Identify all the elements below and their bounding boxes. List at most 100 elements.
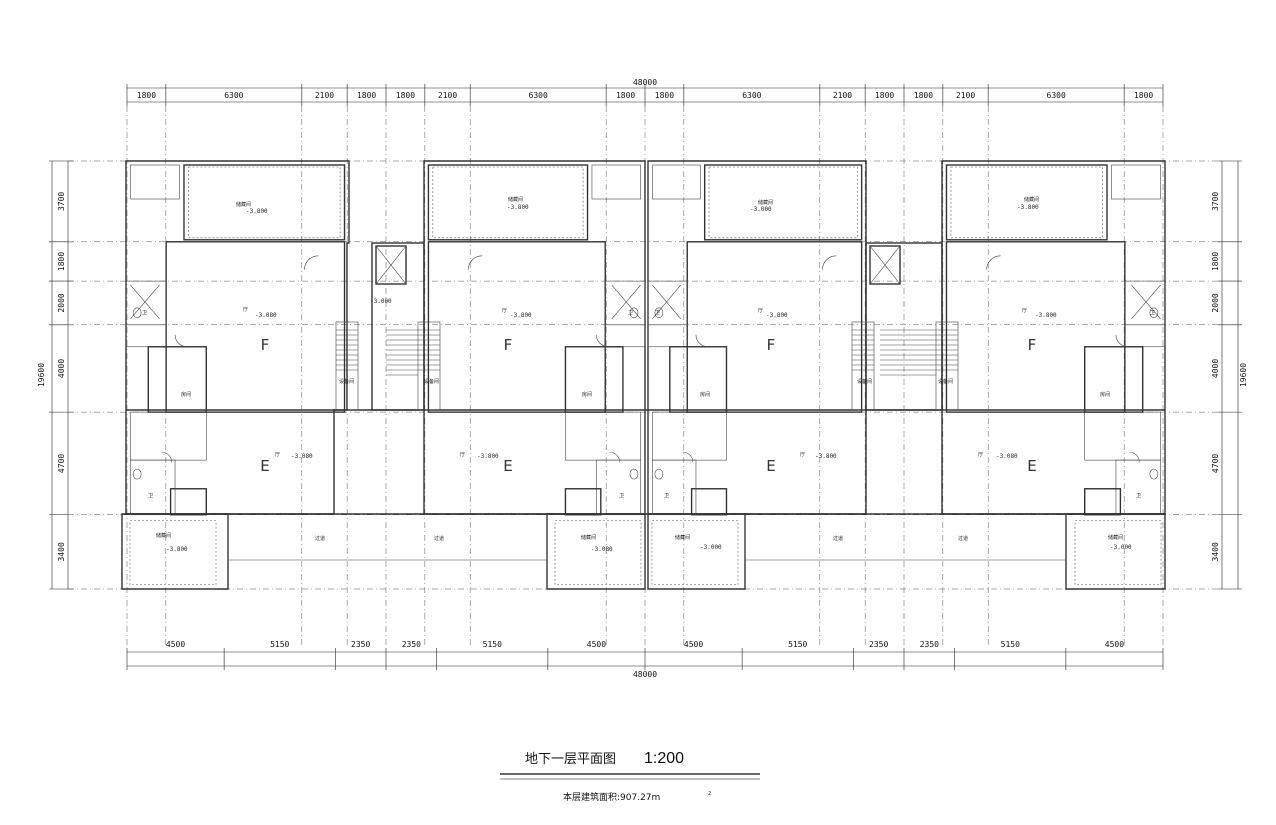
core-1 xyxy=(375,245,418,376)
terrace-inner xyxy=(651,520,739,586)
terrace-inner xyxy=(1074,520,1162,586)
toilet-fixture xyxy=(654,307,664,319)
corner-stair xyxy=(652,164,701,200)
elev-storage-3: -3.000 xyxy=(750,206,772,213)
lower-bath xyxy=(130,459,176,516)
label-bath-4: 卫 xyxy=(1150,310,1155,316)
bottom-dim-9: 2350 xyxy=(920,640,939,649)
side-stair-1 xyxy=(335,321,359,411)
overall-depth-left: 19600 xyxy=(37,363,46,387)
storage-room xyxy=(703,164,863,241)
right-dim-3: 4000 xyxy=(1211,359,1220,378)
label-hall-3: 厅 xyxy=(758,308,763,314)
label-terrace-2: 储藏间 xyxy=(581,534,596,541)
label-equipment-3: 设备间 xyxy=(857,378,872,385)
label-storage-1: 储藏间 xyxy=(236,201,251,208)
label-equipment-4: 设备间 xyxy=(938,378,953,385)
bottom-dim-1: 5150 xyxy=(270,640,289,649)
elev-e-3: -3.800 xyxy=(815,453,837,460)
hall-f xyxy=(427,241,606,413)
storage-room-inner xyxy=(432,166,584,239)
zone-e-4: E xyxy=(1027,457,1036,475)
unit-4-interior xyxy=(945,164,1166,586)
elev-storage-2: -3.800 xyxy=(507,204,529,211)
storage-room-inner xyxy=(950,166,1103,239)
hall-f xyxy=(686,241,863,413)
label-room-3: 房间 xyxy=(700,391,710,398)
unit-1-interior xyxy=(125,164,346,586)
label-corridor-3: 过道 xyxy=(833,535,843,542)
bath-room xyxy=(647,324,688,348)
bottom-dim-0: 4500 xyxy=(166,640,185,649)
door-arc xyxy=(174,334,188,348)
bottom-dim-8: 2350 xyxy=(869,640,888,649)
shaft-cross xyxy=(652,284,681,319)
storage-room xyxy=(427,164,589,241)
bottom-dim-6: 4500 xyxy=(684,640,703,649)
right-dim-4: 4700 xyxy=(1211,454,1220,473)
zone-f-3: F xyxy=(767,336,776,354)
left-dim-1: 1800 xyxy=(57,252,66,271)
side-stair-2 xyxy=(417,321,441,411)
elev-f-3: -3.800 xyxy=(766,312,788,319)
zone-f-2: F xyxy=(504,336,513,354)
top-dim-10: 2100 xyxy=(833,91,852,100)
left-dim-0: 3700 xyxy=(57,192,66,211)
elev-storage-1: -3.800 xyxy=(246,208,268,215)
label-terrace-3: 储藏间 xyxy=(675,534,690,541)
toilet-fixture xyxy=(132,307,142,319)
elev-terrace-4: -3.000 xyxy=(1110,544,1132,551)
unit-3-interior xyxy=(647,164,863,586)
shaft-cross xyxy=(130,284,160,319)
lower-closet xyxy=(565,411,641,461)
door-arc xyxy=(609,451,620,463)
label-room-1: 房间 xyxy=(181,391,191,398)
shaft-cross xyxy=(1131,284,1161,319)
elev-f-1: -3.080 xyxy=(255,312,277,319)
left-dim-5: 3400 xyxy=(57,542,66,561)
elevation-marks: -3.800 -3.800 -3.000 -3.800 -3.080 -3.80… xyxy=(166,204,1132,553)
right-dim-2: 2000 xyxy=(1211,293,1220,312)
bottom-dim-3: 2350 xyxy=(402,640,421,649)
toilet-fixture xyxy=(1149,307,1159,319)
top-dim-7: 1800 xyxy=(616,91,635,100)
elev-e-2: -3.800 xyxy=(477,453,499,460)
right-dim-5: 3400 xyxy=(1211,542,1220,561)
elevator-cross xyxy=(869,245,901,285)
bottom-dim-4: 5150 xyxy=(483,640,502,649)
label-corridor-1: 过道 xyxy=(315,535,325,542)
label-corridor-4: 过道 xyxy=(958,535,968,542)
toilet-fixture xyxy=(654,468,664,480)
lower-closet xyxy=(652,411,727,461)
room-small xyxy=(147,346,207,413)
label-hall-2: 厅 xyxy=(502,308,507,314)
label-terrace-4: 储藏间 xyxy=(1108,534,1123,541)
elev-terrace-2: -3.080 xyxy=(591,546,613,553)
label-corridor-2: 过道 xyxy=(434,535,444,542)
elevator-shaft xyxy=(869,245,901,285)
label-equipment-1: 设备间 xyxy=(339,378,354,385)
title-block: 地下一层平面图 1:200 本层建筑面积:907.27m 2 xyxy=(500,750,760,803)
hall-f xyxy=(945,241,1126,413)
storage-room-inner xyxy=(708,166,858,239)
room-labels: 储藏间 储藏间 储藏间 储藏间 厅 厅 厅 厅 厅 厅 厅 厅 储藏间 储藏间 … xyxy=(142,196,1155,542)
bottom-dim-5: 4500 xyxy=(587,640,606,649)
shaft xyxy=(690,488,728,516)
label-bath-5: 卫 xyxy=(148,493,153,499)
room-small xyxy=(564,346,624,413)
zone-e-1: E xyxy=(260,457,269,475)
label-bath-3: 卫 xyxy=(655,310,660,316)
door-arc xyxy=(1129,451,1140,463)
label-storage-4: 储藏间 xyxy=(1024,196,1039,203)
shaft-cross xyxy=(611,284,641,319)
zone-labels: F F F F E E E E xyxy=(260,336,1036,475)
bottom-dim-11: 4500 xyxy=(1105,640,1124,649)
corner-stair xyxy=(591,164,641,200)
side-stair-4 xyxy=(935,321,959,411)
lower-closet xyxy=(130,411,207,461)
elev-e-1: -3.080 xyxy=(291,453,313,460)
left-dim-2: 2000 xyxy=(57,293,66,312)
